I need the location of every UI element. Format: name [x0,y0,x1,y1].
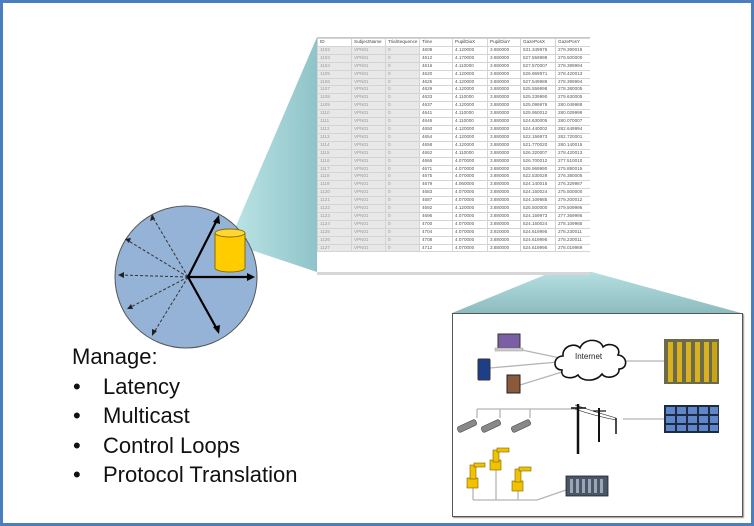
industrial-robot-icon [466,447,532,492]
tablet-icon [506,374,521,394]
internet-cloud-icon [554,339,627,381]
bullet: • [73,403,81,428]
bullet: • [73,432,81,458]
video-wall-icon [664,405,719,433]
database-icon [214,228,246,273]
callout-wedge-table [236,37,317,272]
list-item: • Protocol Translation [72,460,297,490]
smartphone-icon [477,358,491,381]
security-camera-icon [457,419,531,433]
list-item: • Control Loops [72,431,297,461]
internet-label: Internet [575,352,603,361]
datacenter-image [664,339,719,384]
list-item-label: Latency [103,373,181,399]
manage-list: Manage: • Latency • Multicast • Control Loo… [72,342,297,490]
plc-controller-icon [565,475,609,497]
connection-lines [472,349,664,501]
list-item-label: Control Loops [103,432,240,458]
list-item: • Multicast [72,401,297,431]
bullet: • [73,373,81,399]
bullet: • [73,462,81,487]
laptop-icon [494,333,524,352]
callout-wedge-network [452,272,741,313]
list-item-label: Protocol Translation [103,462,298,487]
list-item: • Latency [72,372,297,402]
utility-pole-icon [571,404,617,454]
table-cell: 278.019989 [555,243,590,253]
list-item-label: Multicast [103,403,190,428]
manage-heading: Manage: [72,344,158,369]
